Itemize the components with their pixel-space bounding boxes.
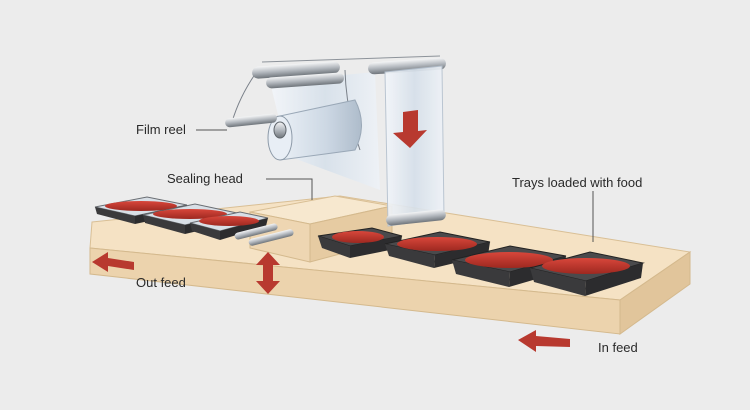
film-reel xyxy=(267,99,362,161)
sealing-head-label: Sealing head xyxy=(167,171,243,186)
up-down-arrow-icon xyxy=(256,252,280,294)
down-arrow-icon xyxy=(393,110,427,148)
out-feed-label: Out feed xyxy=(136,275,186,290)
film-curtain xyxy=(384,65,446,227)
sealed-tray xyxy=(189,211,269,240)
trays-label: Trays loaded with food xyxy=(512,175,642,190)
film-reel-assembly xyxy=(225,55,446,190)
sealed-trays-group xyxy=(94,196,269,240)
food-tray xyxy=(451,245,567,287)
food-tray xyxy=(384,231,491,268)
out-feed-arrow-icon xyxy=(92,252,134,272)
food-tray xyxy=(529,251,645,296)
food-trays-group xyxy=(317,227,645,296)
film-reel-label: Film reel xyxy=(136,122,186,137)
food-tray xyxy=(317,227,403,258)
sealing-head-rollers xyxy=(234,223,294,246)
leader-lines xyxy=(196,129,594,242)
in-feed-arrow-icon xyxy=(518,330,570,352)
in-feed-label: In feed xyxy=(598,340,638,355)
